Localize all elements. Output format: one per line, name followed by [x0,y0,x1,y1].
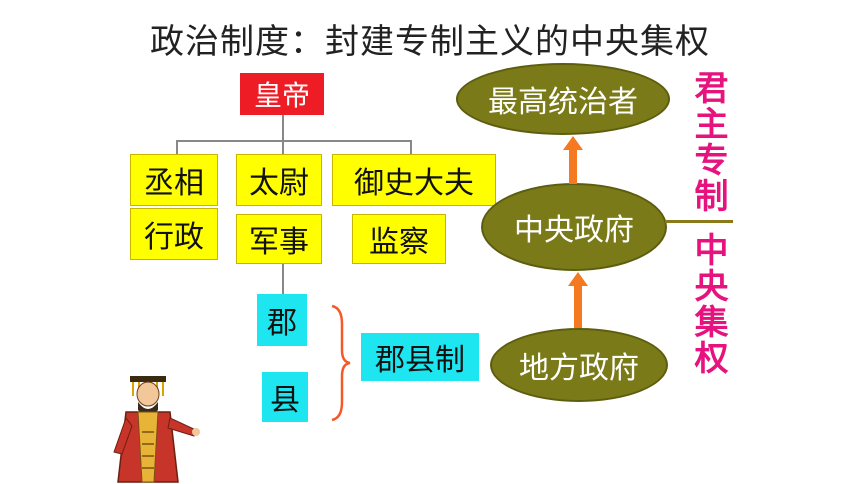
connector-line [176,140,178,154]
connector-line [282,115,284,141]
central-government-ellipse: 中央政府 [481,183,667,271]
connector-line [176,140,412,142]
commandery-box: 郡 [257,294,307,346]
arrow-up-icon [563,136,583,184]
brace-icon [331,304,351,422]
page-title: 政治制度：封建专制主义的中央集权 [150,22,710,62]
local-government-ellipse: 地方政府 [490,328,668,402]
county-box: 县 [262,372,308,422]
official-censor: 御史大夫 [332,154,496,206]
centralization-label: 中央集权 [688,232,728,376]
county-system-box: 郡县制 [361,333,479,381]
arrow-up-icon [568,272,588,328]
connector-line [282,140,284,154]
duty-military: 军事 [236,214,322,264]
connector-line [282,262,284,294]
official-defender: 太尉 [236,154,322,206]
supreme-ruler-ellipse: 最高统治者 [456,63,670,135]
connector-line [665,220,733,223]
emperor-figure-image [113,376,200,483]
connector-line [410,140,412,154]
duty-supervision: 监察 [352,214,446,264]
monarchical-autocracy-label: 君主专制 [688,70,728,214]
duty-administration: 行政 [130,208,218,260]
emperor-box: 皇帝 [240,73,324,115]
official-chancellor: 丞相 [130,154,218,206]
